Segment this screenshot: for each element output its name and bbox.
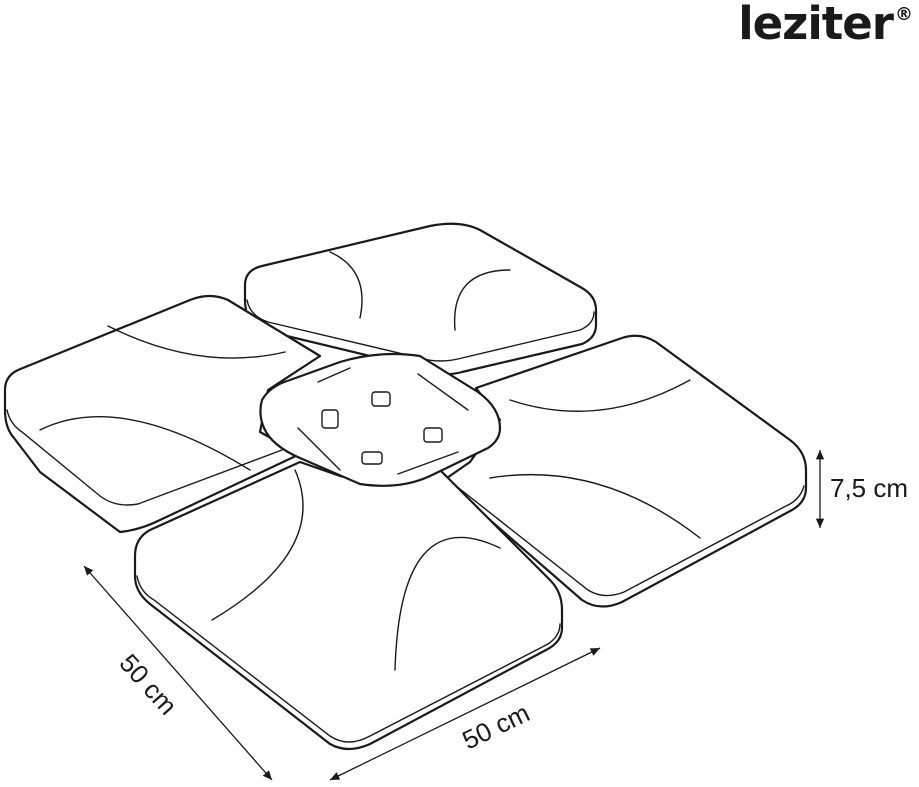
weight-plate-back [243,222,598,376]
dimension-height-label: 7,5 cm [830,473,908,503]
center-mounting-plate [259,352,502,487]
dimension-width-label: 50 cm [457,697,534,755]
registered-mark: ® [895,4,913,25]
dimension-height: 7,5 cm [815,450,908,528]
weight-plate-right [442,334,808,608]
brand-name: leziter [738,0,894,50]
brand-logo: leziter ® [738,0,913,50]
dimension-depth-label: 50 cm [114,648,184,721]
